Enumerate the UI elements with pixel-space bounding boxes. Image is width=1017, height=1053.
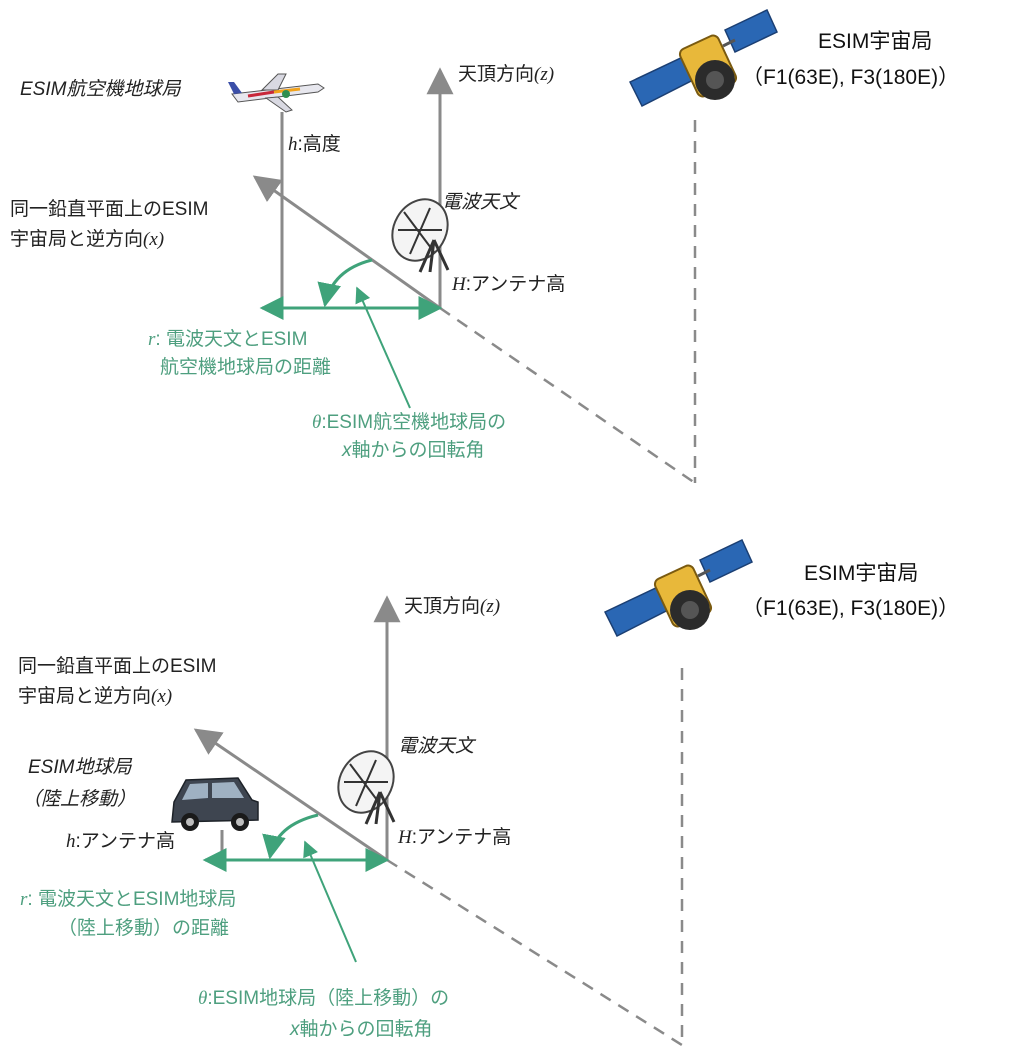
bottom-satellite-label-1: ESIM宇宙局	[804, 562, 918, 585]
top-r-label-2: 航空機地球局の距離	[160, 356, 331, 378]
top-aircraft-label: ESIM航空機地球局	[20, 78, 181, 100]
top-theta-pointer	[355, 286, 411, 409]
airplane-icon	[228, 73, 325, 113]
bottom-x-axis-label-2: 宇宙局と逆方向(x)	[18, 685, 172, 707]
top-x-axis-label-2: 宇宙局と逆方向(x)	[10, 228, 164, 250]
car-icon	[171, 777, 259, 831]
top-x-axis	[252, 175, 441, 310]
satellite-icon	[603, 538, 753, 638]
radio-telescope-dish-icon	[337, 750, 396, 825]
top-theta-arc	[317, 258, 373, 308]
bottom-r-label-1: r: 電波天文とESIM地球局	[20, 888, 236, 910]
bottom-panel: 天頂方向(z) ESIM宇宙局 （F1(63E), F3(180E)） 同一鉛直…	[18, 538, 959, 1047]
radio-telescope-dish-icon	[391, 198, 450, 273]
top-radio-astronomy-label: 電波天文	[442, 191, 521, 213]
bottom-x-axis-label-1: 同一鉛直平面上のESIM	[18, 655, 216, 677]
top-theta-label-2: x軸からの回転角	[341, 439, 485, 461]
top-x-axis-label-1: 同一鉛直平面上のESIM	[10, 198, 208, 220]
top-dashed-line	[439, 306, 696, 485]
bottom-r-label-2: （陸上移動）の距離	[58, 917, 229, 939]
top-theta-label-1: θ:ESIM航空機地球局の	[312, 411, 506, 433]
bottom-antenna-height-label: H:アンテナ高	[397, 826, 511, 848]
top-height-label: h:高度	[288, 133, 341, 155]
top-antenna-height-label: H:アンテナ高	[451, 273, 565, 295]
bottom-satellite-label-2: （F1(63E), F3(180E)）	[742, 597, 959, 620]
bottom-radio-astronomy-label: 電波天文	[398, 735, 477, 757]
bottom-zenith-label: 天頂方向(z)	[404, 595, 500, 617]
bottom-x-axis	[193, 728, 388, 862]
bottom-theta-pointer	[303, 840, 357, 963]
bottom-dashed-line	[386, 858, 683, 1047]
bottom-vehicle-label-1: ESIM地球局	[28, 757, 132, 778]
bottom-vehicle-label-2: （陸上移動）	[22, 788, 136, 810]
bottom-theta-label-2: x軸からの回転角	[289, 1018, 433, 1040]
top-zenith-label: 天頂方向(z)	[458, 63, 554, 85]
top-satellite-label-1: ESIM宇宙局	[818, 30, 932, 53]
bottom-theta-label-1: θ:ESIM地球局（陸上移動）の	[198, 987, 449, 1009]
bottom-h-label: h:アンテナ高	[66, 830, 175, 852]
top-satellite-label-2: （F1(63E), F3(180E)）	[742, 66, 959, 89]
bottom-theta-arc	[262, 813, 319, 860]
satellite-icon	[628, 8, 778, 108]
top-panel: ESIM航空機地球局 h:高度 天頂方向(z) ESIM宇宙局 （F1(63E)…	[10, 8, 959, 485]
top-r-label-1: r: 電波天文とESIM	[148, 328, 307, 350]
